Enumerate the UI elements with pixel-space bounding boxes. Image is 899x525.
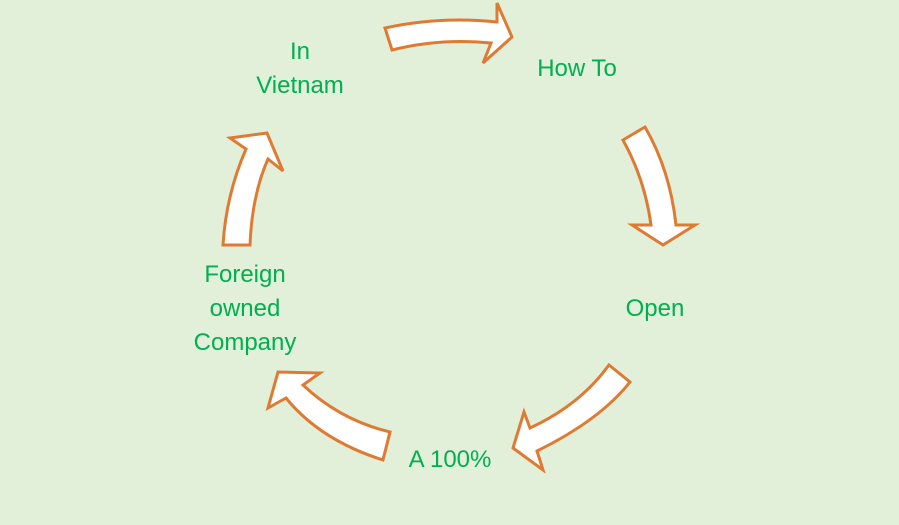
- node-foreign-owned-company: Foreign owned Company: [193, 261, 297, 356]
- node-a-100: A 100%: [408, 446, 492, 473]
- node-in-vietnam: In Vietnam: [256, 38, 344, 99]
- arrow-a-100-to-foreign: [265, 370, 392, 462]
- arrow-in-vietnam-to-how-to: [383, 2, 514, 65]
- arrow-foreign-to-in-vietnam: [221, 131, 285, 247]
- arrow-open-to-a-100: [511, 362, 633, 474]
- node-open: Open: [625, 295, 685, 322]
- node-how-to: How To: [537, 55, 617, 82]
- arrow-how-to-to-open: [620, 124, 701, 247]
